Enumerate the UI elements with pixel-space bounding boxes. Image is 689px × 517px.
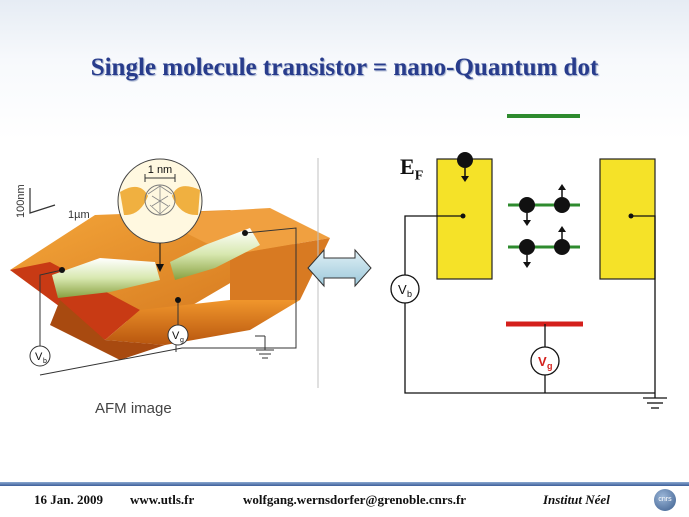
- footer-institute: Institut Néel: [543, 492, 610, 507]
- svg-text:V: V: [172, 330, 180, 342]
- afm-image: 100nm 1µm 1 nm: [10, 158, 330, 376]
- electron-fermi: [457, 152, 473, 182]
- afm-bottom-electrode: [105, 300, 300, 345]
- afm-wire-right: [170, 228, 260, 280]
- svg-text:V: V: [398, 282, 407, 297]
- afm-vb-source: V b: [29, 345, 51, 367]
- circuit-wires: [404, 215, 667, 409]
- vb-source: V b: [390, 274, 420, 304]
- afm-caption: AFM image: [95, 400, 172, 417]
- drain-electrode: [599, 158, 656, 280]
- footer-site: www.utls.fr: [130, 492, 195, 507]
- cnrs-logo: cnrs: [654, 489, 676, 511]
- molecule-inset: 1 nm: [117, 158, 203, 272]
- electron-pair-mid: [519, 184, 570, 226]
- afm-red-region: [10, 262, 140, 340]
- circuit-schematic: V b V g: [390, 114, 667, 409]
- inset-scale-label: 1 nm: [148, 164, 172, 176]
- svg-text:g: g: [547, 361, 553, 371]
- fermi-energy-label: EF: [400, 154, 424, 184]
- electron-pair-low: [519, 226, 570, 268]
- afm-edge-shadow: [50, 300, 165, 360]
- svg-text:b: b: [43, 358, 47, 365]
- slide-title: Single molecule transistor = nano-Quantu…: [90, 54, 599, 81]
- svg-text:V: V: [538, 354, 547, 369]
- scale-xy-label: 1µm: [68, 209, 90, 221]
- footer-email: wolfgang.wernsdorfer@grenoble.cnrs.fr: [243, 492, 467, 507]
- vg-source: V g: [530, 346, 560, 376]
- footer-date: 16 Jan. 2009: [34, 492, 103, 507]
- scale-z-label: 100nm: [15, 184, 27, 218]
- svg-text:g: g: [180, 337, 184, 344]
- svg-text:b: b: [407, 289, 412, 299]
- equivalence-arrow-icon: [307, 248, 372, 288]
- afm-wire-left: [52, 258, 160, 298]
- footer-divider: [0, 482, 689, 486]
- afm-right-slope: [230, 238, 330, 300]
- afm-wiring: [39, 227, 297, 376]
- svg-text:V: V: [35, 351, 43, 363]
- afm-scale-bar: 100nm 1µm: [15, 184, 90, 221]
- afm-vg-source: V g: [167, 324, 189, 346]
